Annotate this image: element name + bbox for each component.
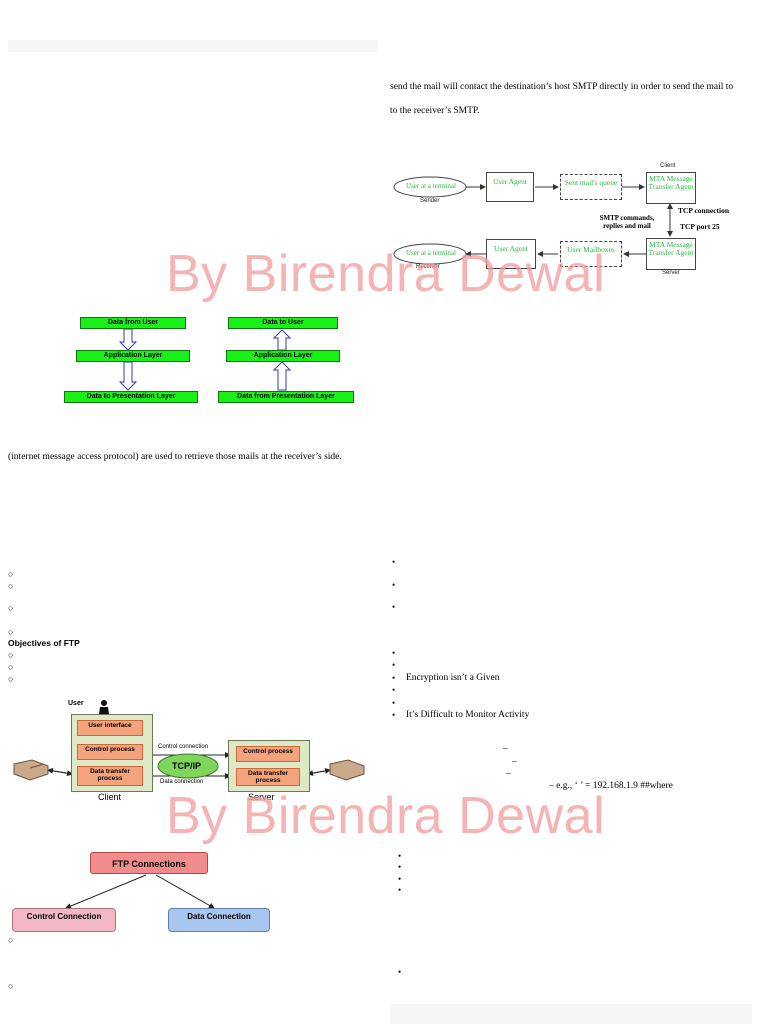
layer-left-bottom: Data to Presentation Layer — [64, 391, 198, 403]
bullet-hollow: ○ — [8, 662, 13, 672]
smtp-paragraph-line-1: send the mail will contact the destinati… — [390, 82, 733, 92]
bullet-solid: • — [392, 673, 395, 683]
bullet-hollow: ○ — [8, 674, 13, 684]
smtp-mta-client-box: MTA Message Transfer Agent — [646, 172, 696, 204]
ftp-data-connection-box: Data Connection — [168, 908, 270, 932]
application-layer-diagram: Data from User Application Layer Data to… — [60, 314, 360, 406]
ftp-data-connection-label: Data connection — [160, 779, 203, 785]
bullet-solid: • — [398, 851, 401, 861]
bullet-hollow: ○ — [8, 603, 13, 613]
bullet-solid: • — [392, 660, 395, 670]
layer-left-mid: Application Layer — [76, 350, 190, 362]
ftp-tcpip-label: TCP/IP — [172, 761, 201, 771]
bullet-solid: • — [392, 557, 395, 567]
bullet-solid: • — [392, 580, 395, 590]
bullet-solid: • — [392, 602, 395, 612]
bullet-hollow: ○ — [8, 581, 13, 591]
smtp-tcp-port-label: TCP port 25 — [680, 222, 720, 231]
ftp-data-transfer-server: Data transfer process — [236, 768, 300, 786]
watermark-1: By Birendra Dewal — [166, 244, 605, 304]
bullet-solid: • — [392, 698, 395, 708]
bullet-hollow: ○ — [8, 627, 13, 637]
smtp-tcp-connection-label: TCP connection — [678, 206, 729, 215]
bullet-solid: • — [392, 710, 395, 720]
dash-1: – — [503, 744, 508, 754]
ftp-user-label: User — [68, 700, 84, 707]
bullet-solid: • — [398, 967, 401, 977]
monitor-item: It’s Difficult to Monitor Activity — [406, 710, 529, 720]
bullet-solid: • — [392, 685, 395, 695]
ftp-control-connection-box: Control Connection — [12, 908, 116, 932]
smtp-sender-label: Sender — [420, 198, 439, 204]
smtp-paragraph-line-2: to the receiver’s SMTP. — [390, 106, 480, 116]
smtp-user-agent-box: User Agent — [486, 172, 534, 202]
smtp-client-label: Client — [660, 163, 675, 169]
layer-right-mid: Application Layer — [226, 350, 340, 362]
dash-3: – — [506, 769, 511, 779]
smtp-commands-label: SMTP commands, replies and mail — [590, 214, 664, 230]
bullet-hollow: ○ — [8, 935, 13, 945]
ftp-client-label: Client — [98, 792, 121, 802]
bullet-solid: • — [392, 648, 395, 658]
encryption-item: Encryption isn’t a Given — [406, 673, 500, 683]
watermark-2: By Birendra Dewal — [166, 786, 605, 846]
smtp-sent-queue-box: Sent mail's queue — [560, 174, 622, 200]
smtp-server-label: Server — [662, 270, 680, 276]
dash-2: – — [512, 757, 517, 767]
header-bar-left — [8, 40, 378, 52]
ftp-control-process-server: Control process — [236, 746, 300, 762]
layer-right-top: Data to User — [228, 317, 338, 329]
bullet-hollow: ○ — [8, 650, 13, 660]
layer-left-top: Data from User — [80, 317, 186, 329]
bullet-hollow: ○ — [8, 569, 13, 579]
layer-right-bottom: Data from Presentation Layer — [218, 391, 354, 403]
objectives-heading: Objectives of FTP — [8, 638, 80, 648]
smtp-user-terminal-sender: User at a terminal — [396, 182, 466, 190]
ftp-connections-root: FTP Connections — [90, 852, 208, 874]
ftp-data-transfer-client: Data transfer process — [77, 766, 143, 786]
ftp-user-interface-box: User interface — [77, 720, 143, 736]
bullet-solid: • — [398, 885, 401, 895]
ftp-control-connection-label: Control connection — [158, 744, 208, 750]
smtp-mta-server-box: MTA Message Transfer Agent — [646, 238, 696, 270]
bullet-solid: • — [398, 874, 401, 884]
ftp-control-process-client: Control process — [77, 744, 143, 760]
footer-bar-right — [390, 1004, 752, 1024]
imap-text: (internet message access protocol) are u… — [8, 452, 342, 462]
ftp-connections-diagram: FTP Connections Control Connection Data … — [8, 848, 278, 934]
bullet-solid: • — [398, 862, 401, 872]
bullet-hollow: ○ — [8, 981, 13, 991]
